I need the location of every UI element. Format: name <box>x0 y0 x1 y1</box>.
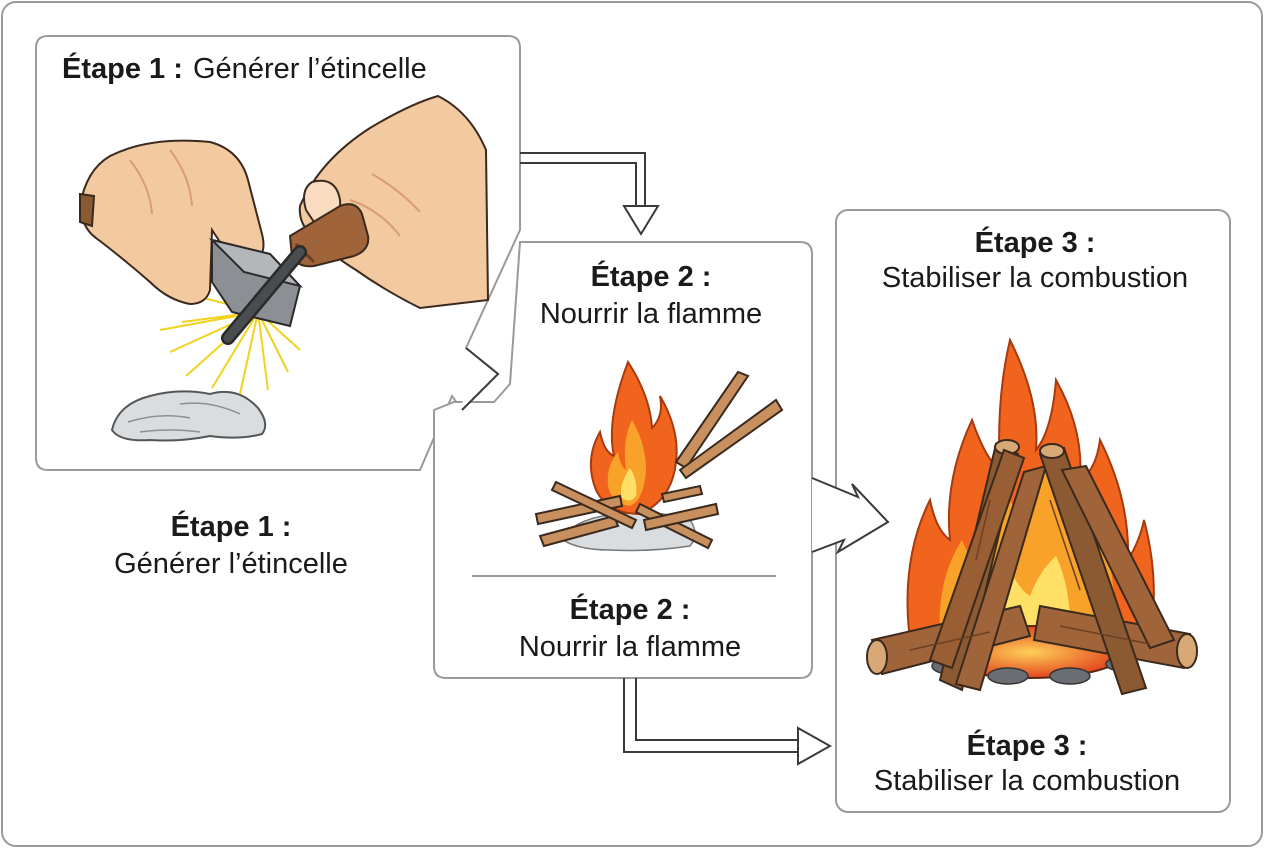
arrow-step2-to-step3 <box>811 477 890 555</box>
step1-subtitle: Générer l’étincelle <box>193 53 427 85</box>
step1-caption-heading: Étape 1 : <box>171 509 292 543</box>
arrow-step1-to-step2 <box>520 152 660 236</box>
small-fire-with-kindling-icon <box>534 359 784 552</box>
step3-heading: Étape 3 : <box>975 225 1096 259</box>
step3-caption-heading: Étape 3 : <box>967 728 1088 762</box>
step2-heading: Étape 2 : <box>591 259 712 293</box>
step2-subtitle: Nourrir la flamme <box>540 298 762 330</box>
arrow-step1-notch <box>461 347 500 411</box>
step1-heading: Étape 1 : <box>62 51 183 85</box>
hands-striking-ferro-rod-icon <box>78 94 490 442</box>
step2-caption-heading: Étape 2 : <box>570 592 691 626</box>
step3-subtitle: Stabiliser la combustion <box>882 262 1188 294</box>
log-campfire-icon <box>866 337 1198 696</box>
step2-caption-subtitle: Nourrir la flamme <box>519 631 741 663</box>
step3-caption-subtitle: Stabiliser la combustion <box>874 765 1180 797</box>
arrow-step2-to-step3-bottom <box>623 678 833 766</box>
step1-caption-subtitle: Générer l’étincelle <box>114 548 348 580</box>
